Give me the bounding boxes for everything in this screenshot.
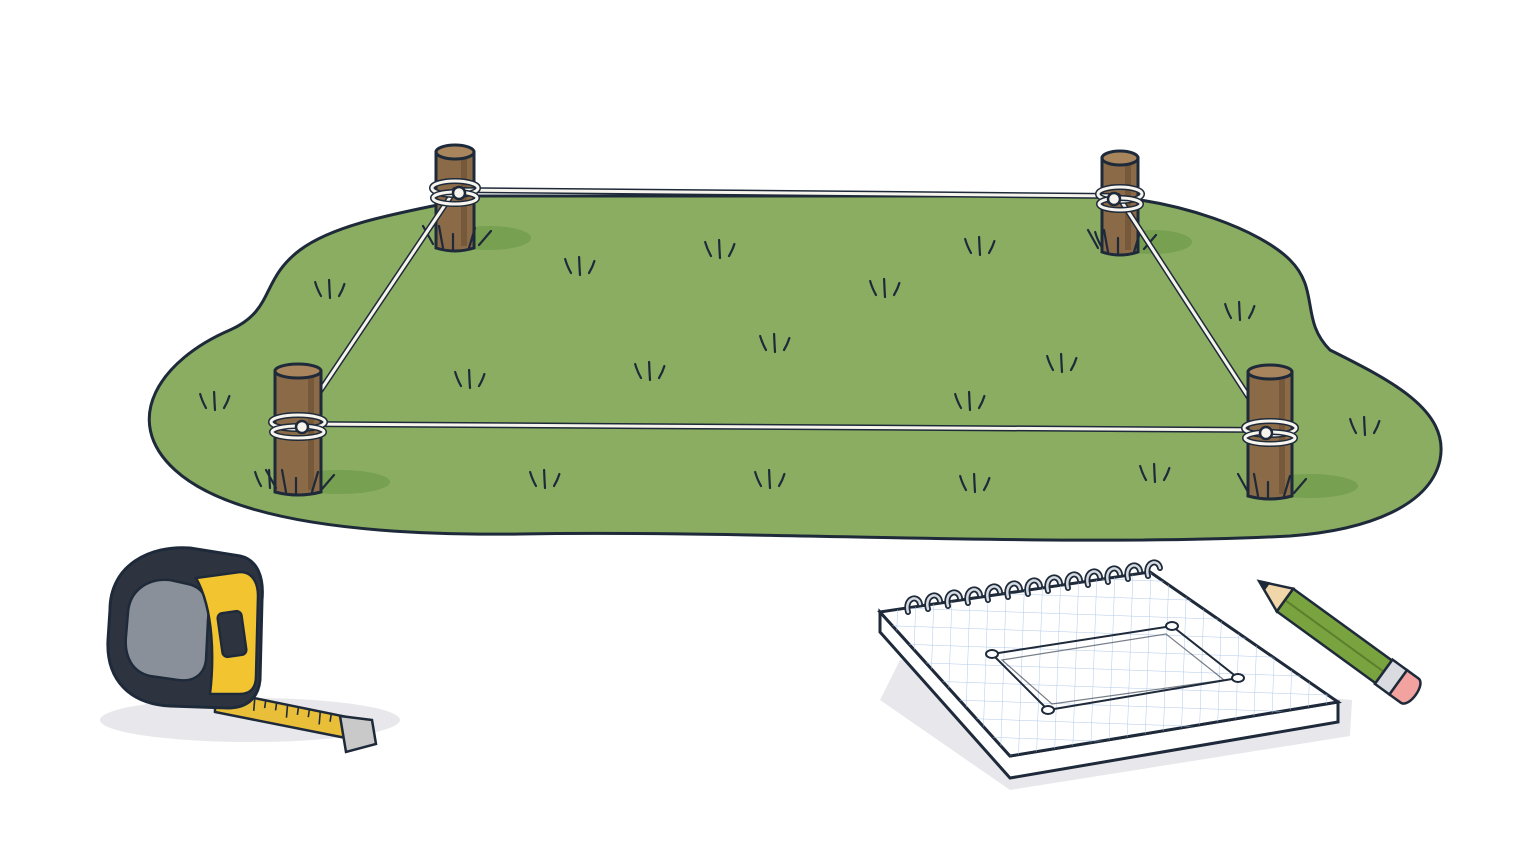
tape-case-face (124, 578, 210, 682)
tape-tick (329, 714, 332, 722)
tape-measure-icon (100, 546, 400, 754)
stake-grass (1132, 230, 1142, 254)
sketch-inner-line (1000, 633, 1226, 705)
grass-tuft (634, 360, 666, 382)
string-knot (1241, 418, 1299, 447)
notepad-plot-sketch (985, 621, 1245, 715)
grass-tuft (564, 255, 596, 277)
tape-tick (263, 700, 267, 709)
stake-grass (477, 229, 493, 247)
string-icon (295, 187, 1273, 433)
string-knot (268, 412, 328, 441)
stake-grass (320, 473, 336, 491)
stake-grass (280, 468, 288, 494)
lawn-patch (147, 194, 1443, 542)
pencil-stripe (1284, 599, 1385, 673)
tape-tick (307, 710, 311, 718)
pencil-tip (1256, 579, 1296, 614)
notepad-grid (880, 572, 1338, 756)
string-knot (429, 178, 481, 207)
pencil-icon (1256, 579, 1422, 705)
pencil-eraser (1387, 668, 1422, 705)
grass-tuft (529, 468, 561, 490)
grass-tuft (1349, 415, 1381, 437)
stake-layout (264, 143, 1358, 501)
string-knot (1095, 184, 1145, 213)
tape-hook (338, 714, 378, 754)
sketch-corner (1165, 621, 1179, 631)
grass-tuft (959, 472, 991, 494)
grass-tuft (199, 390, 231, 412)
grass-tuft (1224, 300, 1256, 322)
grass-tuft (954, 390, 986, 412)
pencil-lead (1259, 581, 1270, 591)
string-line (296, 188, 457, 426)
grass-tuft (759, 332, 791, 354)
sketch-corner (1231, 673, 1245, 683)
sketch-corner (985, 649, 999, 659)
stake-top (434, 143, 476, 161)
stake-top (1100, 149, 1140, 167)
stake-grass (467, 226, 477, 250)
grass-tuft (314, 278, 346, 300)
sketch-corner (1041, 705, 1055, 715)
tape-tick (318, 712, 321, 725)
stake-icon (1086, 149, 1158, 257)
lawn-icon (147, 194, 1443, 542)
grass-tuft (1139, 462, 1171, 484)
stake-grass (1102, 228, 1110, 254)
grass-tuft (454, 368, 486, 390)
stake-top (273, 362, 323, 380)
grass-tuft (704, 238, 736, 260)
grass-tuft (1046, 352, 1078, 374)
stake-top (1246, 363, 1294, 381)
stake-grass (1086, 228, 1100, 250)
stake-grass (1292, 477, 1308, 495)
tape-tick (296, 707, 300, 716)
tape-tick (285, 705, 289, 718)
notepad-spiral-binding (904, 559, 1163, 615)
tape-lock-button (216, 609, 248, 659)
grass-tuft (964, 235, 996, 257)
stake-grass (437, 224, 445, 250)
grass-tuft (754, 468, 786, 490)
string-line (1116, 194, 1272, 432)
stake-grass (1236, 472, 1250, 494)
stake-grass (310, 470, 320, 494)
grass-tuft (869, 277, 901, 299)
notepad-icon (877, 559, 1352, 790)
tape-tick (252, 698, 256, 711)
stake-grass (1252, 472, 1260, 498)
string-line (453, 188, 1120, 198)
tape-tick (274, 703, 278, 711)
stake-grass (1282, 474, 1292, 498)
string-line (296, 422, 1272, 432)
stake-grass (264, 468, 278, 490)
